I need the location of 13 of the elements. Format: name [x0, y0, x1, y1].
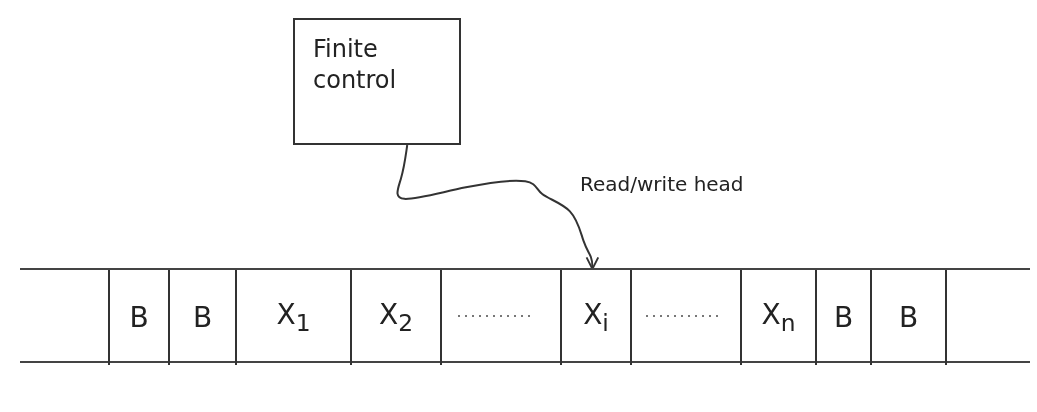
finite-control-box	[293, 18, 461, 145]
tape-cell	[560, 270, 632, 365]
cell-symbol: X$_{i}$	[583, 298, 609, 337]
box-label: Finite control	[313, 34, 398, 97]
cell-symbol: X$_{2}$	[379, 298, 413, 337]
cell-symbol: B	[192, 301, 213, 334]
cell-symbol: X$_{n}$	[761, 298, 796, 337]
arrow	[396, 144, 600, 270]
cell-symbol: X$_{1}$	[276, 298, 311, 337]
tape-band	[20, 268, 1030, 363]
cell-symbol: B	[129, 301, 149, 334]
cell-symbol: B	[833, 301, 854, 334]
cell-symbol: B	[898, 301, 919, 334]
